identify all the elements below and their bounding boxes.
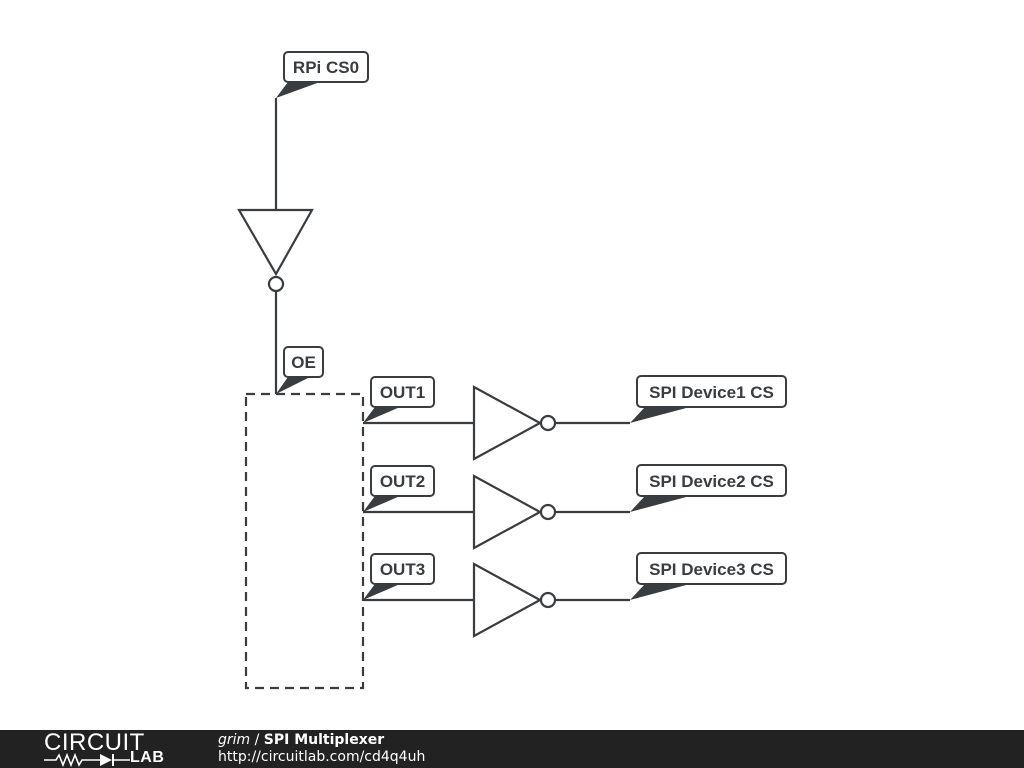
net-label-text: OE	[291, 353, 316, 372]
net-label-box	[283, 51, 369, 83]
net-label-oe: OE	[276, 346, 324, 394]
net-label-text: OUT1	[380, 383, 425, 402]
net-label-pointer	[363, 584, 400, 600]
inverter-bubble	[539, 503, 557, 521]
net-label-text: SPI Device1 CS	[649, 383, 774, 402]
net-label-text: RPi CS0	[293, 58, 359, 77]
net-label-pointer	[363, 496, 400, 512]
inverter-triangle	[472, 385, 543, 461]
net-label-pointer	[363, 407, 400, 423]
top-inverter	[237, 208, 314, 293]
net-label-pointer	[630, 496, 690, 512]
inverter-triangle	[472, 562, 543, 638]
resistor-diode-icon	[44, 753, 130, 767]
net-label-text: SPI Device3 CS	[649, 560, 774, 579]
net-label-box	[370, 376, 435, 408]
net-label-text: SPI Device2 CS	[649, 472, 774, 491]
net-label-text: OUT2	[380, 472, 425, 491]
net-label-device1-cs: SPI Device1 CS	[630, 375, 787, 423]
net-label-pointer	[276, 82, 320, 98]
net-label-box	[636, 375, 787, 408]
net-label-box	[636, 464, 787, 497]
net-label-box	[636, 552, 787, 585]
net-label-out2: OUT2	[363, 465, 435, 512]
net-label-pointer	[630, 584, 690, 600]
circuit-url-link[interactable]: http://circuitlab.com/cd4q4uh	[218, 749, 426, 765]
credit-line: grim / SPI Multiplexer	[218, 732, 384, 749]
inverter-bubble	[539, 591, 557, 609]
output-inverter-1	[472, 385, 557, 461]
logo-text-lab: LAB	[130, 749, 165, 766]
footer-bar: CIRCUIT LAB grim / SPI Multiplexer http:…	[0, 730, 1024, 768]
credit-separator: /	[250, 732, 264, 748]
inverter-triangle	[472, 474, 543, 550]
net-label-pointer	[630, 407, 690, 423]
circuit-title[interactable]: SPI Multiplexer	[263, 732, 385, 748]
output-inverter-3	[472, 562, 557, 638]
net-label-box	[370, 465, 435, 497]
inverter-triangle	[237, 208, 314, 277]
schematic-diagram: RPi CS0 OE OUT1 OUT2 OUT3	[237, 51, 787, 690]
author-name[interactable]: grim	[218, 732, 251, 748]
multiplexer-block	[244, 392, 365, 690]
net-label-box	[283, 346, 324, 378]
net-label-out1: OUT1	[363, 376, 435, 423]
inverter-bubble	[539, 414, 557, 432]
net-label-device2-cs: SPI Device2 CS	[630, 464, 787, 512]
net-label-text: OUT3	[380, 560, 425, 579]
logo-text-circuit: CIRCUIT	[44, 729, 145, 756]
output-inverter-2	[472, 474, 557, 550]
net-label-device3-cs: SPI Device3 CS	[630, 552, 787, 600]
net-label-pointer	[276, 377, 310, 394]
circuitlab-logo[interactable]: CIRCUIT LAB	[44, 731, 176, 767]
net-label-box	[370, 553, 435, 585]
net-label-rpi-cs0: RPi CS0	[276, 51, 369, 98]
inverter-bubble	[267, 275, 285, 293]
net-label-out3: OUT3	[363, 553, 435, 600]
